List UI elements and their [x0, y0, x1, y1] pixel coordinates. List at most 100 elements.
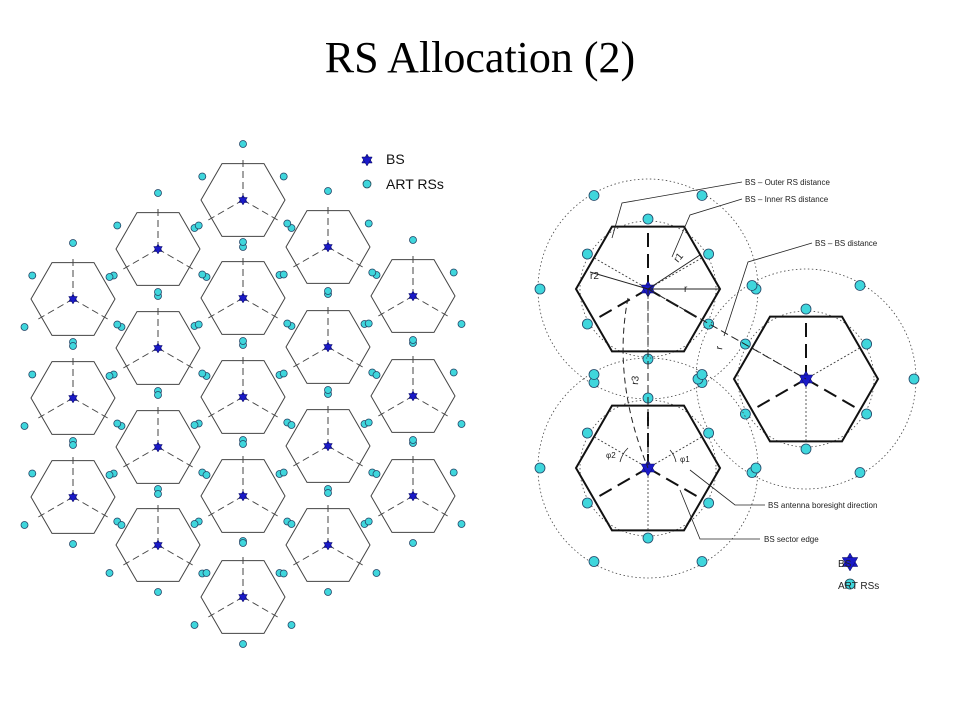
- sector-line: [377, 295, 414, 318]
- rs-node: [198, 172, 207, 181]
- rs-node: [854, 467, 866, 478]
- rs-node: [861, 408, 873, 420]
- rs-node: [588, 556, 600, 567]
- sector-line: [122, 544, 159, 567]
- boresight-label: BS antenna boresight direction: [768, 501, 877, 510]
- hex-cell: [105, 485, 211, 596]
- rs-node: [279, 172, 288, 181]
- bs-icon: [68, 293, 78, 305]
- cell-boundary: [115, 508, 201, 582]
- phi2-arc: [619, 447, 629, 463]
- r2-label: r2: [590, 271, 599, 282]
- rs-node: [239, 640, 247, 648]
- bs-icon: [323, 539, 333, 551]
- rs-node: [324, 489, 332, 497]
- r3-line: [622, 297, 649, 469]
- rs-node: [287, 621, 296, 629]
- cell-boundary: [732, 315, 880, 443]
- sector-line: [207, 297, 244, 320]
- rs-node: [409, 539, 417, 547]
- sector-line: [242, 297, 279, 320]
- r-between-label: r: [714, 345, 726, 351]
- rs-node: [449, 468, 458, 477]
- rs-node: [409, 336, 417, 344]
- rs-node: [154, 588, 162, 596]
- sector-line: [207, 596, 244, 619]
- cell-geometry-detail: [534, 178, 920, 579]
- rs-node: [105, 372, 114, 380]
- rs-node: [750, 462, 762, 474]
- rs-node: [703, 248, 715, 260]
- rs-node: [239, 238, 247, 246]
- hex-cell-layout: [20, 140, 466, 648]
- hex-cell: [105, 189, 211, 300]
- rs-node: [20, 521, 29, 529]
- rs-node: [154, 288, 162, 296]
- bs-star-2: [841, 552, 859, 572]
- cell-boundary: [285, 310, 371, 384]
- hex-cell: [360, 436, 466, 547]
- rs-node: [279, 468, 288, 477]
- sector-line: [207, 495, 244, 518]
- cell-boundary: [115, 311, 201, 385]
- r1-line: [647, 254, 701, 290]
- right-legend: BS ART RSs: [838, 552, 879, 592]
- hex-cell: [360, 236, 466, 347]
- bs-icon: [798, 370, 814, 388]
- sector-line: [207, 199, 244, 222]
- rs-node: [696, 190, 708, 201]
- hex-cell: [275, 187, 381, 298]
- bs-icon: [408, 290, 418, 302]
- rs-node: [279, 569, 288, 578]
- bs-icon: [408, 490, 418, 502]
- sector-line: [412, 495, 449, 518]
- cell-boundary: [200, 459, 286, 533]
- rs-node: [534, 283, 546, 295]
- boresight-line: [594, 436, 649, 469]
- rs-node: [861, 338, 873, 350]
- rs-node: [190, 421, 199, 429]
- rs-node: [449, 268, 458, 277]
- cell-boundary: [30, 262, 116, 336]
- sector-line: [327, 544, 364, 567]
- sector-line: [37, 397, 74, 420]
- sector-line: [157, 446, 194, 469]
- rs-node: [20, 323, 29, 331]
- rs-legend-label-2: ART RSs: [838, 581, 879, 592]
- outer-rs-distance-label: BS – Outer RS distance: [745, 178, 830, 187]
- rs-node: [154, 391, 162, 399]
- hex-cell: [360, 336, 466, 447]
- rs-node: [739, 408, 751, 420]
- cell-boundary: [285, 409, 371, 483]
- rs-node: [69, 239, 77, 247]
- boresight-line: [805, 347, 860, 380]
- sector-line: [377, 395, 414, 418]
- bs-legend-icon-2: [841, 552, 859, 572]
- rs-legend-label: ART RSs: [386, 176, 444, 192]
- hex-cell: [105, 387, 211, 498]
- rs-node: [324, 187, 332, 195]
- rs-node: [283, 219, 292, 228]
- bs-icon: [408, 390, 418, 402]
- cell-boundary: [574, 404, 722, 532]
- cell-boundary: [370, 459, 456, 533]
- cell-boundary: [30, 460, 116, 534]
- rs-node: [113, 320, 122, 329]
- sector-line: [72, 397, 109, 420]
- sector-edge: [805, 378, 861, 412]
- sector-line: [412, 295, 449, 318]
- phi1-arc: [669, 449, 677, 463]
- bs-bs-leader: [723, 242, 813, 337]
- bs-icon: [153, 539, 163, 551]
- rs-node: [364, 319, 373, 328]
- rs-node: [28, 271, 37, 280]
- inner-rs-leader: [671, 198, 743, 258]
- rs-node: [105, 471, 114, 479]
- rs-node: [703, 497, 715, 509]
- sector-line: [157, 544, 194, 567]
- inner-coverage-circle: [737, 310, 875, 448]
- rs-node: [642, 532, 654, 544]
- rs-node: [409, 436, 417, 444]
- bs-icon: [323, 341, 333, 353]
